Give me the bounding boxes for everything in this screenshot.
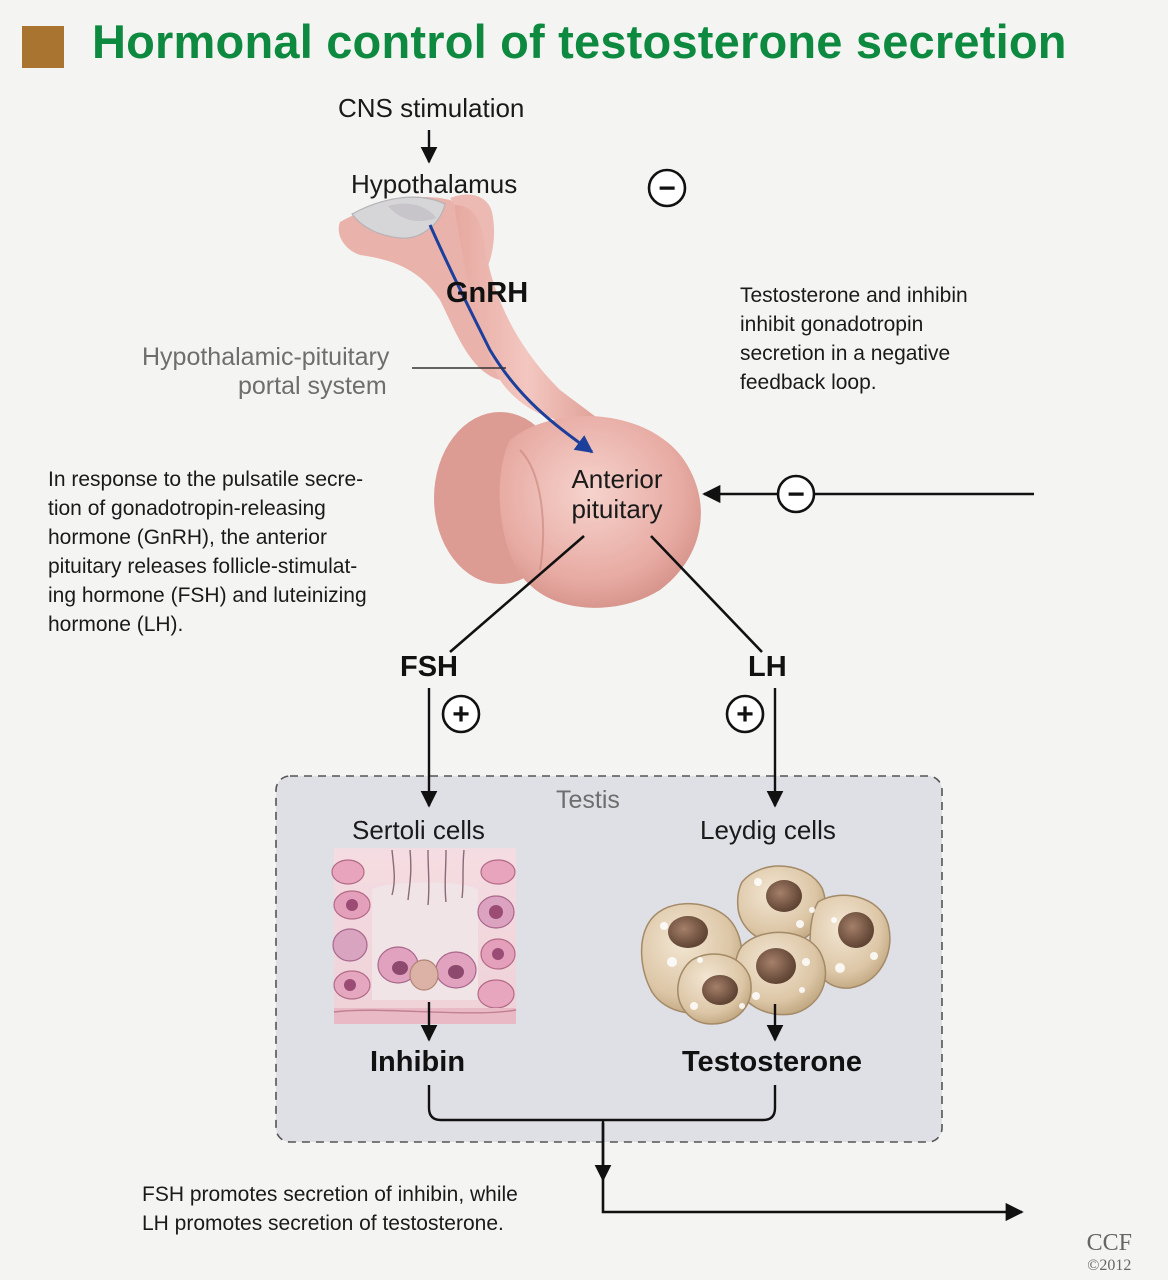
gnrh-label: GnRH xyxy=(446,277,529,309)
pituitary-to-fsh-line xyxy=(449,535,585,653)
svg-text:+: + xyxy=(452,698,470,731)
anterior-pituitary-label-line2: pituitary xyxy=(571,494,663,524)
sertoli-tissue-artwork xyxy=(331,848,517,1024)
svg-text:−: − xyxy=(787,478,805,511)
sertoli-cells-label: Sertoli cells xyxy=(352,815,485,845)
cns-stimulation-label: CNS stimulation xyxy=(338,93,525,123)
minus-sign-pituitary: − xyxy=(776,474,816,514)
hypothalamus-label: Hypothalamus xyxy=(351,169,518,199)
pituitary-to-lh-line xyxy=(650,535,763,653)
leydig-cells-artwork xyxy=(640,865,891,1025)
page-title: Hormonal control of testosterone secreti… xyxy=(92,15,1067,68)
anterior-pituitary-label-line1: Anterior xyxy=(571,464,663,494)
ccf-credit: CCF ©2012 xyxy=(1086,1230,1132,1274)
svg-text:−: − xyxy=(658,172,676,205)
svg-text:+: + xyxy=(736,698,754,731)
leydig-cells-label: Leydig cells xyxy=(700,815,836,845)
plus-sign-fsh: + xyxy=(441,694,481,734)
lh-label: LH xyxy=(748,651,787,683)
testis-label: Testis xyxy=(556,786,620,814)
title-square-marker xyxy=(22,26,64,68)
fsh-label: FSH xyxy=(400,651,458,683)
feedback-note: Testosterone and inhibin inhibit gonadot… xyxy=(740,284,968,394)
pituitary-gland-artwork xyxy=(338,194,701,608)
portal-system-label-line1: Hypothalamic-pituitary xyxy=(142,343,390,371)
testosterone-label: Testosterone xyxy=(682,1046,862,1078)
portal-system-label-line2: portal system xyxy=(238,372,387,400)
plus-sign-lh: + xyxy=(725,694,765,734)
minus-sign-hypothalamus: − xyxy=(647,168,687,208)
promotes-note: FSH promotes secretion of inhibin, while… xyxy=(142,1183,518,1235)
pulsatile-note: In response to the pulsatile secre- tion… xyxy=(48,468,367,636)
inhibin-label: Inhibin xyxy=(370,1046,466,1078)
gnrh-portal-arrow xyxy=(428,224,594,454)
